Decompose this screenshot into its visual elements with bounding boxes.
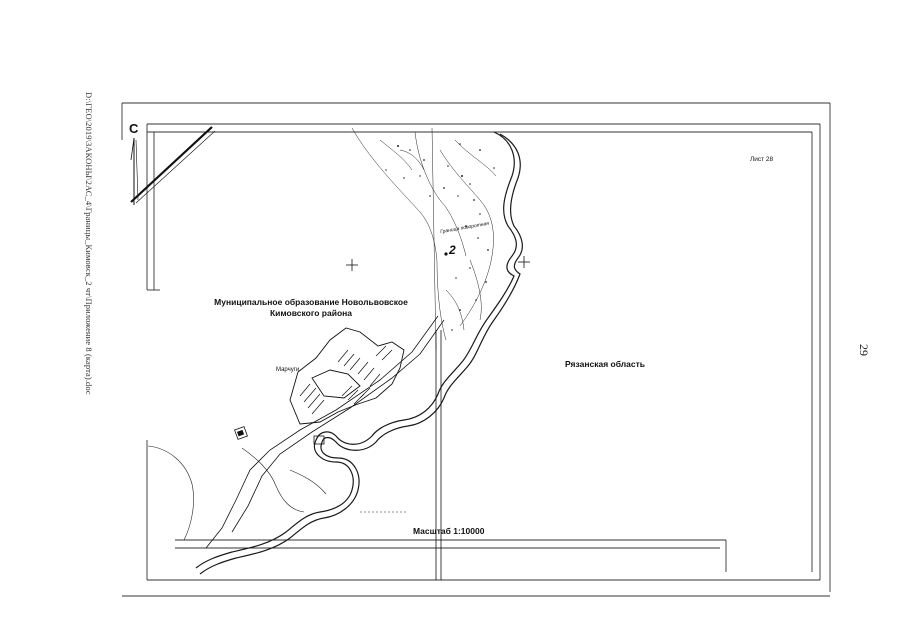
- region-label: Рязанская область: [565, 359, 645, 369]
- sheet-label: Лист 28: [750, 156, 774, 163]
- grid-crosses: [346, 256, 530, 271]
- small-buildings: [234, 426, 325, 445]
- north-arrow: [130, 126, 216, 205]
- river: [195, 131, 523, 575]
- scale-label: Масштаб 1:10000: [413, 526, 485, 536]
- north-label: С: [129, 121, 139, 136]
- village-hatching: [299, 345, 393, 415]
- boundary-point-label: 2: [449, 243, 456, 257]
- boundary-point-marker: [444, 252, 448, 256]
- terrain-symbols: [385, 143, 495, 331]
- boundary-lines: [205, 315, 445, 580]
- lower-left-contour: [147, 445, 327, 541]
- document-path: D:\ГЕО\2019\ЗАКОНЫ\2АС_4\Границы_Кимовск…: [84, 92, 94, 395]
- forest-zone: [351, 127, 497, 351]
- municipality-line1: Муниципальное образование Новольвовское: [214, 297, 408, 307]
- village-outline: [289, 327, 405, 425]
- page-frame: [121, 102, 831, 597]
- page-number: 29: [857, 344, 871, 356]
- municipality-line2: Кимовского района: [269, 307, 353, 318]
- village-label: Марчуги: [276, 367, 300, 373]
- municipality-label: Муниципальное образование Новольвовское …: [196, 297, 426, 318]
